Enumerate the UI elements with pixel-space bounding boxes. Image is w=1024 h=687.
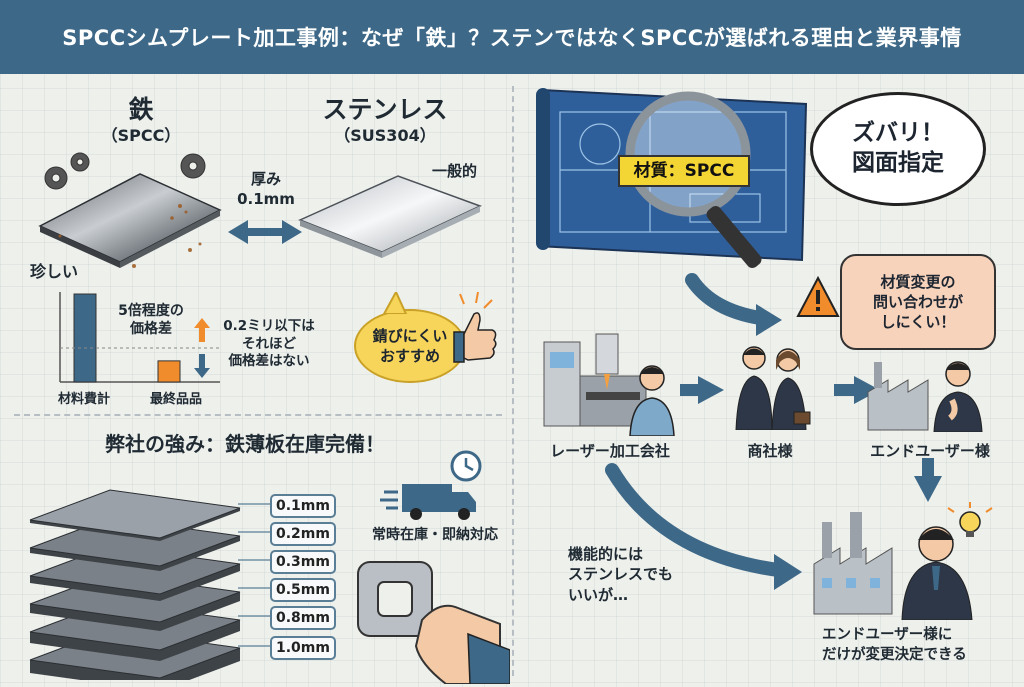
stainless-plate <box>298 175 482 253</box>
person-laser-icon <box>629 365 675 436</box>
iron-title: 鉄 <box>128 95 154 124</box>
price-bar <box>157 360 181 383</box>
flow-trading-label: 商社様 <box>747 442 793 460</box>
steel-sheet-edge <box>30 508 240 541</box>
iron-code: （SPCC） <box>101 126 181 145</box>
updown-arrow-icon <box>194 318 210 378</box>
bubble-tail <box>382 292 408 314</box>
iron-plate <box>38 173 222 263</box>
steel-sheet-edge <box>30 620 240 661</box>
thickness-tag: 1.0mm <box>270 636 336 660</box>
steel-sheet-edge <box>30 592 240 631</box>
gear-icon <box>44 152 206 190</box>
thickness-tag: 0.1mm <box>270 494 336 518</box>
stainless-code: （SUS304） <box>334 126 436 145</box>
steel-sheet-edge <box>30 648 240 680</box>
inquiry-bubble: 材質変更の問い合わせがしにくい！ <box>840 254 996 350</box>
thickness-tag: 0.5mm <box>270 578 336 602</box>
chart-annotation-top: 5倍程度の価格差 <box>118 303 184 338</box>
vertical-divider <box>512 86 514 676</box>
strength-title: 弊社の強み：鉄薄板在庫完備！ <box>105 432 385 456</box>
thumbs-up-icon <box>453 292 497 363</box>
thickness-tag: 0.8mm <box>270 606 336 630</box>
trading-people-icon <box>735 346 811 430</box>
horizontal-divider <box>14 414 502 416</box>
rust-spots <box>58 204 202 268</box>
final-enduser-illustration <box>813 502 993 620</box>
steel-sheet <box>29 489 241 539</box>
recommend-bubble: 錆びにくいおすすめ <box>354 309 466 383</box>
delivery-text: 常時在庫・即納対応 <box>372 527 498 543</box>
plates-illustration <box>38 152 482 268</box>
stainless-title: ステンレス <box>322 95 448 124</box>
final-note: エンドユーザー様にだけが変更決定できる <box>822 627 967 663</box>
chart-annotation-side: 0.2ミリ以下はそれほど価格差はない <box>223 318 315 370</box>
spec-callout: ズバリ！図面指定 <box>810 92 986 206</box>
flow-note: 機能的にはステンレスでもいいが… <box>568 545 674 604</box>
lightbulb-icon <box>947 502 993 537</box>
stainless-note: 一般的 <box>432 162 478 180</box>
flow-arrows <box>605 273 942 590</box>
chart-label-material: 材料費計 <box>58 392 111 407</box>
thickness-tag: 0.3mm <box>270 550 336 574</box>
leader-lines <box>238 503 272 647</box>
thickness-tag: 0.2mm <box>270 522 336 546</box>
price-bar <box>73 293 97 383</box>
chart-label-final: 最終品品 <box>150 392 203 407</box>
warning-icon <box>796 276 840 317</box>
flow-laser-label: レーザー加工会社 <box>550 442 670 460</box>
factory-enduser-icon <box>867 361 983 432</box>
double-arrow-icon <box>228 220 302 244</box>
flow-enduser-label: エンドユーザー様 <box>870 442 990 460</box>
steel-sheet-edge <box>30 564 240 601</box>
iron-note: 珍しい <box>30 262 79 281</box>
material-chip: 材質：SPCC <box>618 155 750 187</box>
price-chart <box>59 292 220 383</box>
steel-sheet-edge <box>30 536 240 571</box>
delivery-truck-icon <box>380 450 482 520</box>
sheet-stack-illustration <box>29 489 241 680</box>
page-title: SPCCシムプレート加工事例：なぜ「鉄」？ステンではなくSPCCが選ばれる理由と… <box>0 0 1024 74</box>
hand-shim-illustration <box>357 561 510 684</box>
